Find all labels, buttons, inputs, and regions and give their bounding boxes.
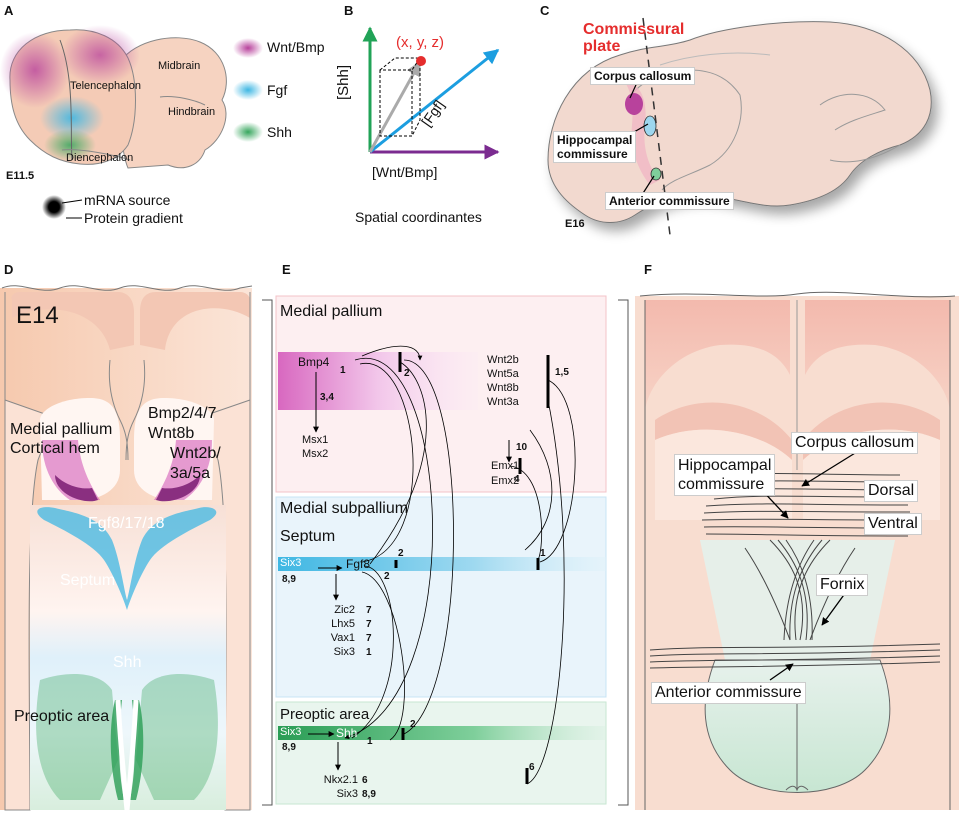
- legend-fgf-label: Fgf: [267, 82, 288, 98]
- fgf8-gene: Fgf8: [346, 557, 371, 571]
- six3-septum: Six3: [280, 557, 302, 569]
- panel-e-schema: [262, 295, 629, 806]
- preoptic-label-d: Preoptic area: [14, 708, 110, 725]
- septum-title-e: Septum: [280, 528, 336, 545]
- panel-b-letter: B: [344, 3, 354, 18]
- ref-4: 4: [514, 474, 520, 485]
- ref-1a: 1: [340, 365, 346, 376]
- six3-preoptic: Six3: [280, 726, 302, 738]
- panel-e-letter: E: [282, 262, 291, 277]
- hindbrain-label: Hindbrain: [168, 106, 216, 118]
- spatial-caption: Spatial coordinantes: [355, 209, 482, 225]
- medial-subpallium-title: Medial subpallium: [280, 500, 409, 517]
- axis-wnt-label: [Wnt/Bmp]: [372, 164, 438, 180]
- panel-d-section: [0, 285, 253, 811]
- ref-1c: 1: [367, 736, 373, 747]
- ref-6b: 6: [529, 762, 535, 773]
- midbrain-label: Midbrain: [158, 60, 201, 72]
- panel-c-letter: C: [540, 3, 550, 18]
- axis-shh-label: [Shh]: [335, 64, 352, 100]
- stage-e16-label: E16: [565, 218, 585, 230]
- mrna-source-label: mRNA source: [84, 192, 171, 208]
- shh-gene: Shh: [336, 726, 358, 740]
- panel-f-letter: F: [644, 262, 652, 277]
- anterior-commissure-label-c: Anterior commissure: [605, 192, 734, 210]
- legend-shh-label: Shh: [267, 124, 292, 140]
- shh-label-d: Shh: [113, 654, 142, 671]
- diencephalon-label: Diencephalon: [66, 152, 134, 164]
- fornix-label: Fornix: [816, 574, 869, 596]
- panel-a-brain: [0, 25, 263, 219]
- bmp4-gene: Bmp4: [298, 355, 330, 369]
- ref-89b: 8,9: [282, 742, 296, 753]
- anterior-commissure-label-f: Anterior commissure: [651, 682, 806, 704]
- fgf-label-d: Fgf8/17/18: [88, 515, 165, 532]
- ref-15: 1,5: [555, 367, 569, 378]
- ref-2a: 2: [404, 368, 410, 379]
- preoptic-title-e: Preoptic area: [280, 706, 370, 723]
- dorsal-label: Dorsal: [864, 480, 919, 502]
- ref-2d: 2: [410, 719, 416, 730]
- ref-2c: 2: [384, 571, 390, 582]
- ref-10: 10: [516, 442, 528, 453]
- ventral-label: Ventral: [864, 513, 922, 535]
- stage-e115-label: E11.5: [6, 170, 35, 182]
- ref-89a: 8,9: [282, 574, 296, 585]
- legend-wnt-label: Wnt/Bmp: [267, 39, 325, 55]
- telencephalon-label: Telencephalon: [70, 80, 141, 92]
- medial-pallium-title-e: Medial pallium: [280, 303, 383, 320]
- septum-label-d: Septum: [60, 572, 116, 589]
- corpus-callosum-label-f: Corpus callosum: [791, 432, 919, 454]
- point-xyz-label: (x, y, z): [396, 34, 445, 51]
- panel-f-section: [635, 291, 959, 810]
- ref-1b: 1: [540, 548, 546, 559]
- ref-2b: 2: [398, 548, 404, 559]
- panel-b-axes: [362, 26, 500, 160]
- panel-a-letter: A: [4, 3, 14, 18]
- stage-e14-label: E14: [16, 302, 59, 329]
- protein-gradient-label: Protein gradient: [84, 210, 183, 226]
- ref-34: 3,4: [320, 392, 334, 403]
- panel-d-letter: D: [4, 262, 14, 277]
- corpus-callosum-label-c: Corpus callosum: [590, 67, 696, 85]
